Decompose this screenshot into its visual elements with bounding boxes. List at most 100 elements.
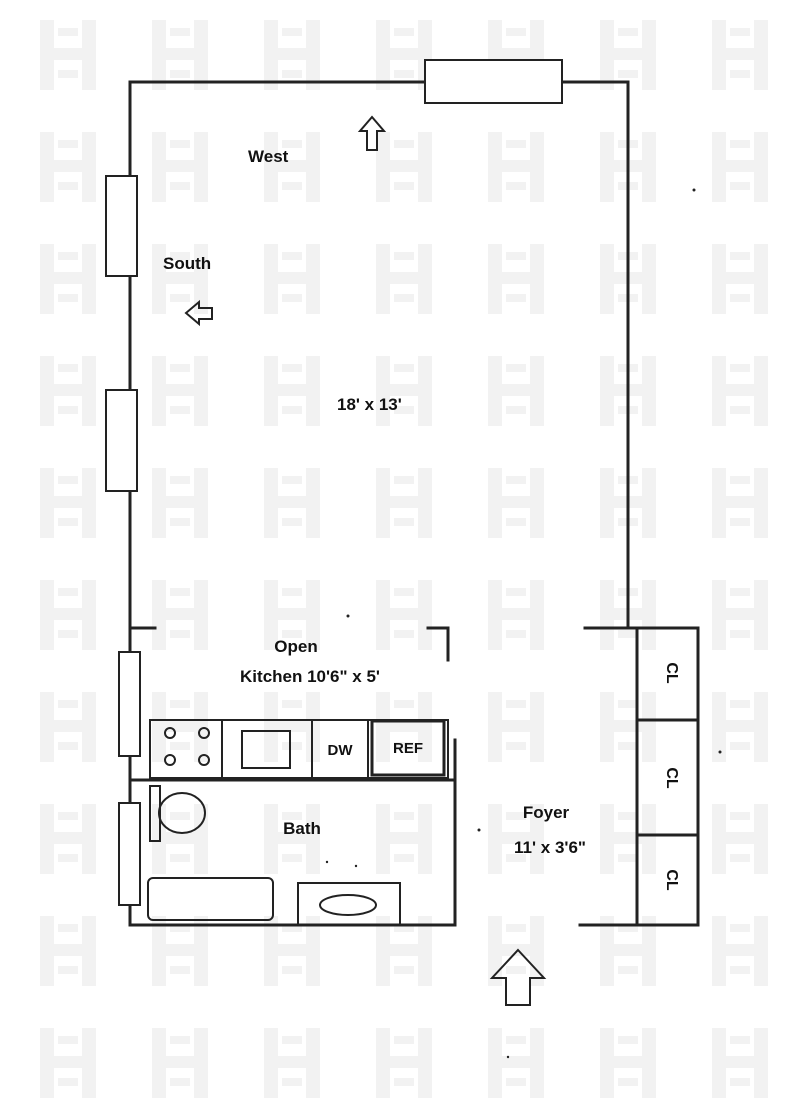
watermark-tile — [376, 692, 432, 762]
closet-label: CL — [663, 767, 680, 789]
watermark-tile — [40, 804, 96, 874]
watermark-tile — [488, 468, 544, 538]
watermark-tile — [376, 1028, 432, 1098]
watermark-tile — [264, 468, 320, 538]
dishwasher-label: DW — [328, 742, 354, 759]
watermark-tile — [712, 356, 768, 426]
watermark-tile — [376, 20, 432, 90]
stove-burner-icon — [164, 754, 176, 766]
closet-label: CL — [663, 869, 680, 891]
watermark-tile — [152, 692, 208, 762]
watermark-tile — [376, 244, 432, 314]
watermark-tile — [488, 132, 544, 202]
watermark-tile — [152, 244, 208, 314]
watermark-tile — [264, 804, 320, 874]
watermark-tile — [264, 20, 320, 90]
direction-label-west: West — [248, 147, 289, 166]
main-room-size: 18' x 13' — [337, 395, 402, 414]
window-west-2 — [105, 389, 138, 492]
watermark-tile — [40, 356, 96, 426]
vanity-icon — [297, 882, 401, 926]
watermark-tile — [488, 804, 544, 874]
watermark-tile — [152, 580, 208, 650]
watermark-tile — [376, 804, 432, 874]
watermark-tile — [488, 1028, 544, 1098]
window-west-1 — [105, 175, 138, 277]
watermark-tile — [712, 580, 768, 650]
watermark-tile — [264, 132, 320, 202]
watermark-tile — [40, 692, 96, 762]
watermark-tile — [712, 804, 768, 874]
watermark-tile — [712, 20, 768, 90]
watermark-tile — [488, 916, 544, 986]
entry-arrow-icon — [489, 948, 547, 1006]
watermark-tile — [152, 356, 208, 426]
watermark-tile — [152, 20, 208, 90]
watermark-tile — [264, 580, 320, 650]
watermark-tile — [712, 468, 768, 538]
watermark-tile — [152, 132, 208, 202]
west-arrow-icon — [184, 299, 213, 327]
north-arrow-icon — [357, 115, 387, 151]
watermark-tile — [376, 580, 432, 650]
watermark-tile — [40, 244, 96, 314]
watermark-tile — [152, 916, 208, 986]
stove-burner-icon — [164, 727, 176, 739]
watermark-tile — [264, 356, 320, 426]
watermark-tile — [712, 132, 768, 202]
watermark-tile — [264, 916, 320, 986]
watermark-tile — [600, 1028, 656, 1098]
refrigerator-box — [370, 719, 446, 777]
closet-label: CL — [663, 662, 680, 684]
kitchen-counter — [149, 719, 449, 779]
windows — [105, 59, 563, 906]
watermark-tile — [488, 580, 544, 650]
watermark-tile — [40, 1028, 96, 1098]
window-bath — [118, 802, 141, 906]
direction-label-south: South — [163, 254, 211, 273]
watermark-tile — [600, 916, 656, 986]
watermark-tile — [152, 1028, 208, 1098]
watermark-tile — [376, 356, 432, 426]
kitchen-label-line2: Kitchen 10'6" x 5' — [240, 667, 380, 686]
arrows — [184, 115, 547, 1006]
watermark-pattern — [40, 20, 768, 1098]
watermark-tile — [600, 692, 656, 762]
watermark-tile — [712, 692, 768, 762]
bath-fixtures — [147, 785, 401, 926]
toilet-bowl-icon — [158, 792, 206, 834]
watermark-tile — [40, 132, 96, 202]
watermark-tile — [712, 1028, 768, 1098]
watermark-tile — [152, 468, 208, 538]
foyer-size: 11' x 3'6" — [514, 838, 586, 857]
stove-burner-icon — [198, 727, 210, 739]
watermark-tile — [376, 468, 432, 538]
watermark-tile — [264, 1028, 320, 1098]
stove-burner-icon — [198, 754, 210, 766]
watermark-tile — [488, 692, 544, 762]
watermark-tile — [600, 804, 656, 874]
watermark-tile — [376, 132, 432, 202]
watermark-tile — [488, 244, 544, 314]
watermark-tile — [40, 580, 96, 650]
watermark-tile — [40, 20, 96, 90]
watermark-tile — [40, 468, 96, 538]
foyer-label: Foyer — [523, 803, 570, 822]
watermark-tile — [712, 244, 768, 314]
watermark-tile — [600, 356, 656, 426]
refrigerator-label: REF — [393, 740, 423, 757]
window-north — [424, 59, 563, 104]
watermark-tile — [600, 580, 656, 650]
sink-icon — [241, 730, 291, 769]
watermark-tile — [488, 356, 544, 426]
interior-walls — [128, 626, 700, 927]
window-kitchen — [118, 651, 141, 757]
basin-icon — [319, 894, 377, 916]
watermark-tile — [376, 916, 432, 986]
watermark-tile — [264, 244, 320, 314]
watermark-tile — [712, 916, 768, 986]
kitchen-label-line1: Open — [274, 637, 317, 656]
watermark-tile — [40, 916, 96, 986]
specks — [325, 188, 722, 1059]
